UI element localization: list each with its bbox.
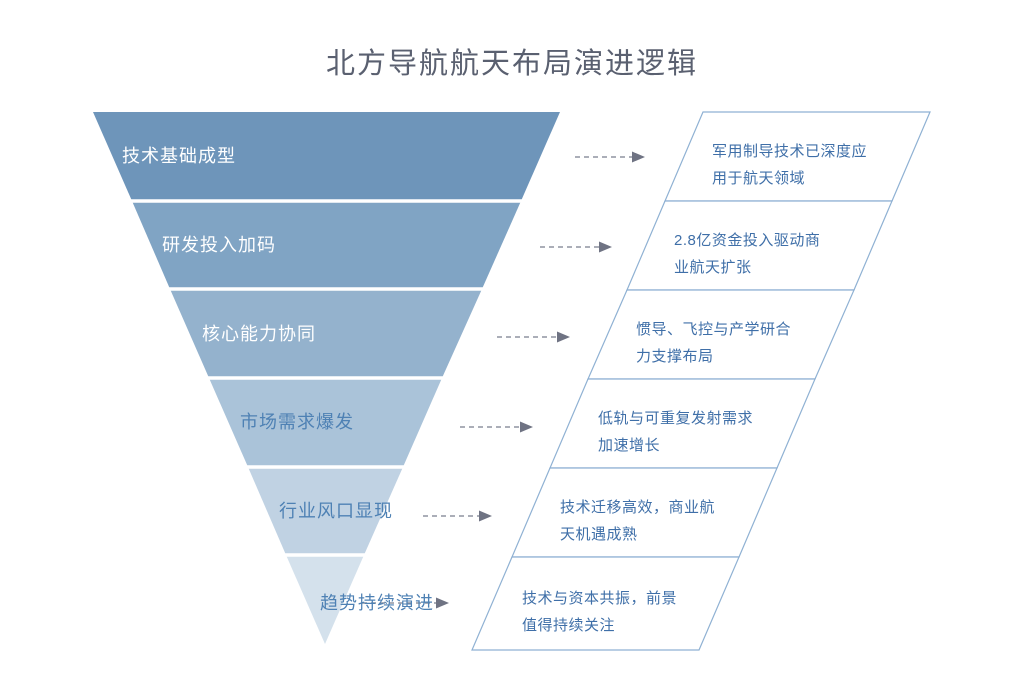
- funnel-label-3: 核心能力协同: [202, 324, 316, 344]
- callout-line: 加速增长: [598, 437, 661, 454]
- funnel-dividers: [127, 199, 526, 557]
- funnel-label-2: 研发投入加码: [162, 235, 276, 255]
- callout-line: 用于航天领域: [712, 170, 806, 187]
- funnel-label-5: 行业风口显现: [279, 501, 393, 521]
- funnel-label-4: 市场需求爆发: [240, 412, 354, 432]
- arrow-icon: [460, 421, 533, 433]
- arrow-icon: [423, 510, 492, 522]
- funnel-segment-2: [132, 201, 521, 289]
- arrow-icon: [497, 331, 570, 343]
- callout-line: 技术与资本共振，前景: [522, 590, 678, 607]
- arrow-icon: [540, 241, 612, 253]
- funnel-segment-5: [248, 467, 403, 555]
- callout-text-5: 技术迁移高效，商业航 天机遇成熟: [560, 494, 750, 548]
- callout-text-2: 2.8亿资金投入驱动商 业航天扩张: [674, 227, 864, 281]
- callout-line: 值得持续关注: [522, 617, 616, 634]
- page-title: 北方导航航天布局演进逻辑: [325, 48, 698, 80]
- callout-line: 力支撑布局: [636, 348, 714, 365]
- callout-text-3: 惯导、飞控与产学研合 力支撑布局: [636, 316, 826, 370]
- arrow-icon: [575, 151, 645, 163]
- callout-line: 低轨与可重复发射需求: [598, 410, 754, 427]
- funnel-label-1: 技术基础成型: [122, 146, 236, 166]
- callout-line: 业航天扩张: [674, 259, 752, 276]
- connector-arrows: [362, 151, 645, 609]
- callout-line: 军用制导技术已深度应: [712, 143, 868, 160]
- callout-cell-6: [471, 556, 740, 651]
- arrow-icon: [362, 597, 449, 609]
- callout-text-4: 低轨与可重复发射需求 加速增长: [598, 405, 788, 459]
- callout-line: 天机遇成熟: [560, 526, 638, 543]
- callout-band: [471, 111, 931, 651]
- funnel-segment-1: [93, 112, 560, 201]
- callout-line: 2.8亿资金投入驱动商: [674, 232, 821, 249]
- funnel-segment-3: [170, 289, 482, 378]
- funnel-segment-4: [209, 378, 442, 467]
- callout-line: 技术迁移高效，商业航: [560, 499, 716, 516]
- funnel-label-6: 趋势持续演进: [320, 593, 434, 613]
- callout-line: 惯导、飞控与产学研合: [636, 321, 792, 338]
- funnel-segment-6: [286, 555, 364, 644]
- callout-text-1: 军用制导技术已深度应 用于航天领域: [712, 138, 902, 192]
- callout-text-6: 技术与资本共振，前景 值得持续关注: [522, 585, 712, 639]
